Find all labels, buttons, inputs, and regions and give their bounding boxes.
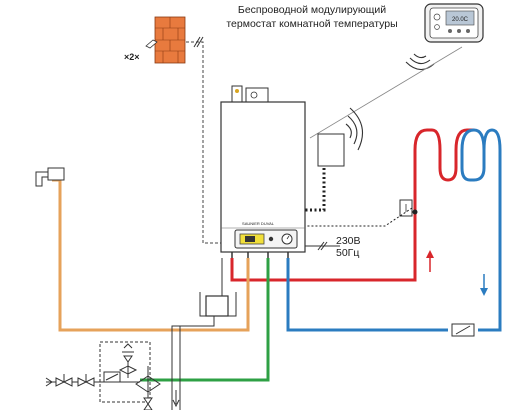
- receiver-wire: [305, 168, 326, 212]
- inlet-valve-icon: [77, 374, 95, 387]
- thermostat-knob: [433, 13, 441, 21]
- power-frequency: 50Гц: [336, 247, 359, 259]
- thermostat-display: [445, 10, 475, 26]
- drain-valve-icon: [143, 392, 153, 410]
- return-pipe: [286, 258, 448, 332]
- thermostat-button: [434, 24, 440, 30]
- tap-icon: [35, 167, 65, 187]
- thermostat-led: [448, 29, 452, 33]
- safety-valve-icon: [118, 343, 138, 378]
- brick-wall: [154, 16, 186, 64]
- inlet-arrow-icon: [45, 377, 53, 387]
- thermostat-leader-line: [309, 46, 463, 139]
- drain-arrow-icon: [172, 390, 180, 408]
- thermostat-caption-line2: термостат комнатной температуры: [226, 18, 397, 30]
- wireless-receiver: [317, 133, 345, 167]
- outdoor-sensor-label: ×2×: [124, 52, 140, 62]
- thermostat: 20.0C: [424, 3, 484, 43]
- supply-pipe: [230, 128, 474, 282]
- siphon-icon: [171, 258, 237, 410]
- return-pipe: [478, 128, 502, 332]
- thermostat-led: [466, 29, 470, 33]
- thermostat-caption-line1: Беспроводной модулирующий: [238, 4, 386, 16]
- cable-break-icon: [193, 36, 204, 48]
- shutoff-valve-icon: [135, 366, 161, 393]
- inlet-valve-icon: [55, 374, 73, 387]
- boiler-knob-icon: [268, 236, 274, 242]
- check-valve-icon: [103, 371, 121, 383]
- thermostat-led: [457, 29, 461, 33]
- outdoor-sensor-icon: [145, 39, 158, 49]
- cable-break-icon: [317, 241, 328, 251]
- receiver-signal-icon: [345, 107, 364, 151]
- sensor-wire: [186, 41, 233, 244]
- power-voltage: 230В: [336, 235, 361, 247]
- thermostat-reading: 20.0C: [452, 17, 469, 23]
- wireless-signal-icon: [405, 53, 435, 71]
- safety-group-box: [99, 341, 151, 403]
- boiler: SAUNIER DUVAL: [220, 85, 306, 258]
- loop-pipe: [460, 128, 486, 182]
- return-valve-icon: [451, 323, 475, 337]
- boiler-body: [220, 101, 306, 253]
- boiler-brand: SAUNIER DUVAL: [242, 221, 275, 226]
- floor-thermostat-wire: [305, 207, 413, 227]
- up-arrow-icon: [426, 250, 434, 272]
- boiler-flue: [231, 85, 243, 103]
- cold-water-pipe: [140, 258, 270, 382]
- down-arrow-icon: [480, 274, 488, 296]
